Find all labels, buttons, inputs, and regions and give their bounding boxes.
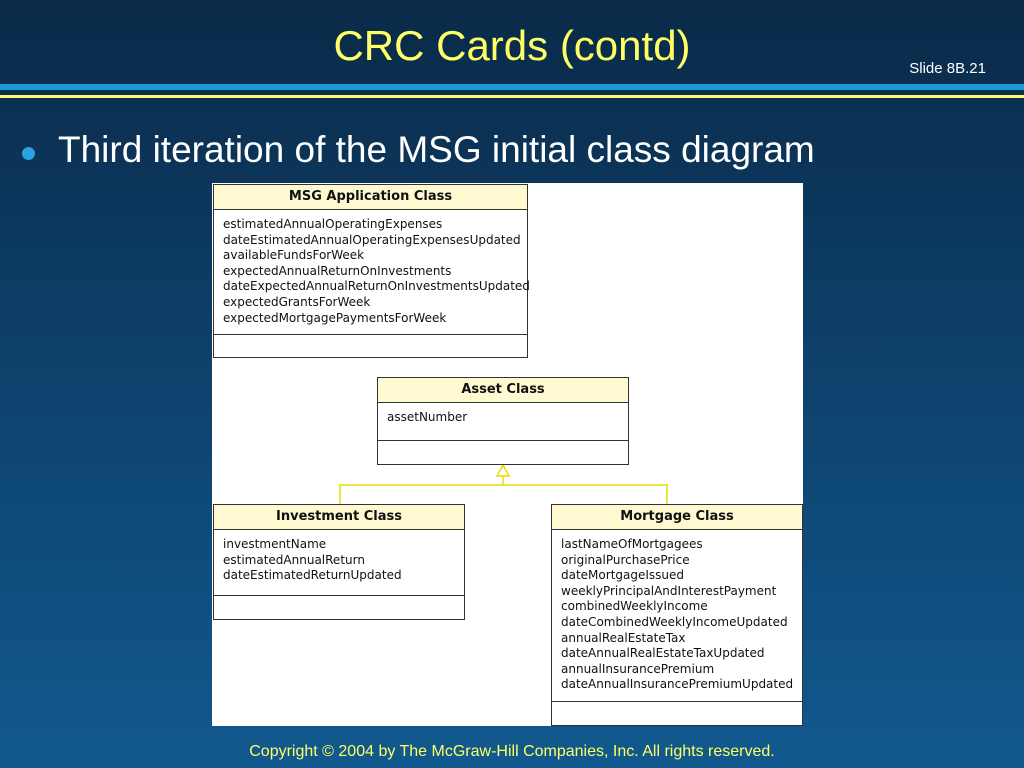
attribute-item: dateCombinedWeeklyIncomeUpdated [561, 614, 788, 629]
bullet-icon [22, 147, 35, 160]
attribute-item: dateEstimatedReturnUpdated [223, 568, 402, 583]
attribute-item: originalPurchasePrice [561, 552, 690, 567]
attribute-item: expectedMortgagePaymentsForWeek [223, 310, 447, 325]
attribute-item: dateEstimatedAnnualOperatingExpensesUpda… [223, 232, 521, 247]
attribute-item: estimatedAnnualOperatingExpenses [223, 217, 443, 231]
attribute-item: dateAnnualInsurancePremiumUpdated [561, 677, 794, 692]
attribute-item: annualRealEstateTax [561, 630, 686, 645]
attribute-item: dateExpectedAnnualReturnOnInvestmentsUpd… [223, 279, 530, 294]
inheritance-line-investment [339, 484, 668, 504]
attribute-item: assetNumber [387, 410, 468, 424]
class-name: Investment Class [214, 505, 464, 530]
slide-number: Slide 8B.21 [909, 60, 986, 77]
class-operations [552, 702, 802, 726]
class-diagram: MSG Application Class estimatedAnnualOpe… [212, 183, 803, 726]
copyright-footer: Copyright © 2004 by The McGraw-Hill Comp… [249, 743, 775, 760]
class-name: Asset Class [378, 378, 628, 403]
attribute-item: lastNameOfMortgagees [561, 537, 703, 551]
attribute-item: dateAnnualRealEstateTaxUpdated [561, 646, 765, 661]
class-name: Mortgage Class [552, 505, 802, 530]
class-operations [214, 596, 464, 620]
attribute-item: weeklyPrincipalAndInterestPayment [561, 583, 777, 598]
attribute-item: dateMortgageIssued [561, 568, 685, 583]
header-rule-yellow [0, 95, 1024, 98]
inheritance-arrowhead [495, 463, 511, 477]
header-rule-blue [0, 84, 1024, 90]
attribute-item: combinedWeeklyIncome [561, 599, 708, 614]
msg-application-class: MSG Application Class estimatedAnnualOpe… [213, 184, 530, 359]
class-operations [214, 335, 527, 359]
attribute-item: investmentName [223, 537, 327, 551]
attribute-item: expectedGrantsForWeek [223, 294, 371, 309]
attribute-item: expectedAnnualReturnOnInvestments [223, 263, 452, 278]
attribute-item: estimatedAnnualReturn [223, 552, 365, 567]
asset-class: Asset Class assetNumber [377, 377, 629, 465]
class-operations [378, 441, 628, 465]
attribute-item: availableFundsForWeek [223, 248, 365, 263]
class-name: MSG Application Class [214, 185, 527, 210]
bullet-text: Third iteration of the MSG initial class… [58, 129, 815, 170]
attribute-item: annualInsurancePremium [561, 661, 715, 676]
slide-title: CRC Cards (contd) [333, 22, 691, 69]
class-attributes: assetNumber [378, 403, 628, 441]
inheritance-connectors [339, 463, 668, 504]
